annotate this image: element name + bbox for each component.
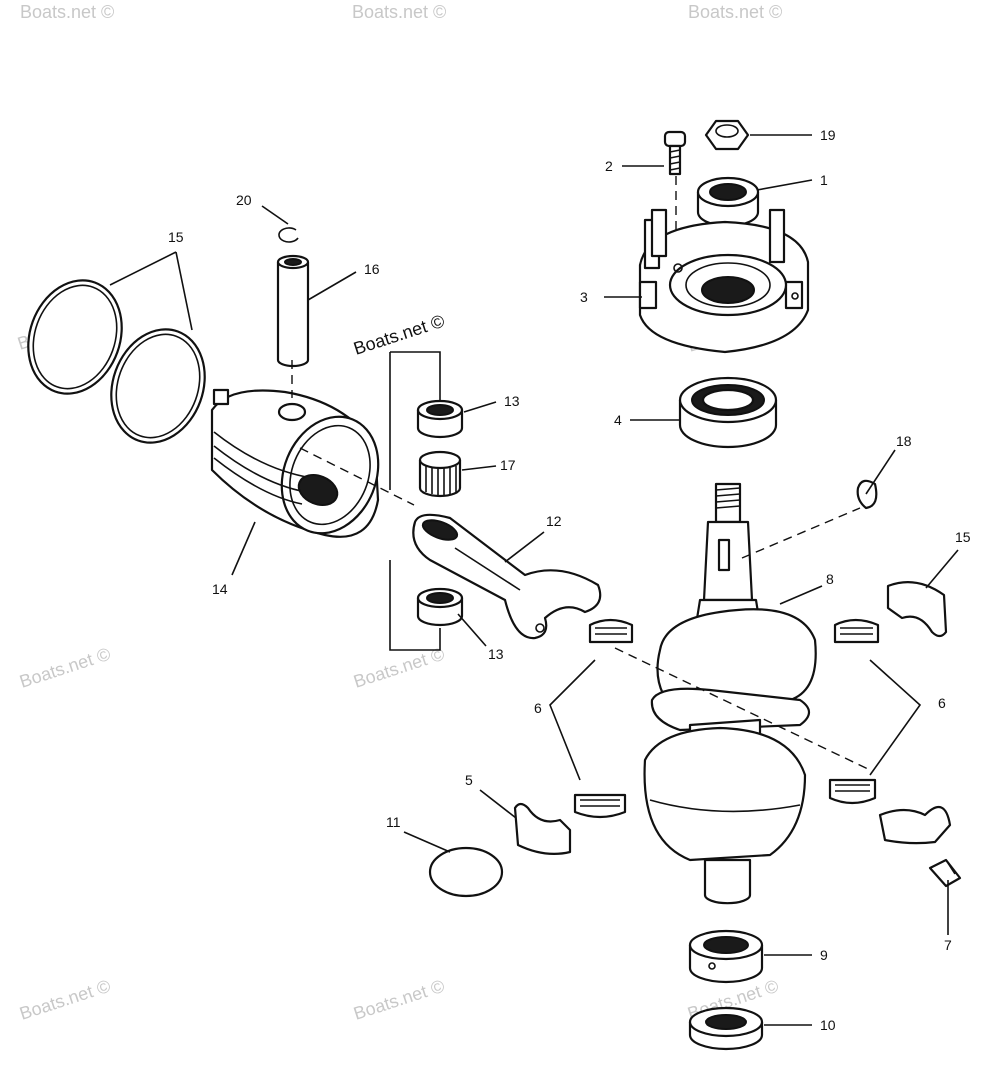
callout-14: 14 bbox=[212, 581, 228, 597]
watermark: Boats.net © bbox=[352, 2, 446, 22]
crankshaft-part bbox=[643, 482, 817, 905]
callout-7: 7 bbox=[944, 937, 952, 953]
leader-lines bbox=[109, 134, 959, 1026]
thrust-washer-right-part bbox=[878, 805, 952, 845]
piston-pin-part bbox=[276, 254, 310, 368]
locknut-part bbox=[704, 119, 750, 151]
callout-15-left: 15 bbox=[168, 229, 184, 245]
piston-rings-part bbox=[27, 279, 206, 444]
callout-13-lower: 13 bbox=[488, 646, 504, 662]
bolt-part bbox=[928, 858, 962, 888]
callout-15-right: 15 bbox=[955, 529, 971, 545]
callout-4: 4 bbox=[614, 412, 622, 428]
piston-part bbox=[210, 388, 380, 538]
upper-needle-bearing-part bbox=[416, 399, 464, 439]
o-ring-part bbox=[428, 846, 504, 898]
callout-5: 5 bbox=[465, 772, 473, 788]
watermark: Boats.net © bbox=[20, 2, 114, 22]
ball-bearing-part bbox=[678, 376, 778, 449]
callout-16: 16 bbox=[364, 261, 380, 277]
callout-13-upper: 13 bbox=[504, 393, 520, 409]
callout-2: 2 bbox=[605, 158, 613, 174]
crank-needle-bearing-half-part bbox=[573, 618, 880, 819]
bearing-housing-part bbox=[638, 208, 810, 354]
callout-3: 3 bbox=[580, 289, 588, 305]
callout-11: 11 bbox=[386, 814, 401, 830]
watermarks: Boats.net © Boats.net © Boats.net © Boat… bbox=[15, 2, 782, 1024]
watermark: Boats.net © bbox=[688, 2, 782, 22]
callout-numbers: 19 2 1 3 4 20 15 16 13 17 12 13 14 18 8 … bbox=[168, 127, 971, 1033]
bottom-seal-part bbox=[688, 1006, 764, 1051]
watermark: Boats.net © bbox=[17, 644, 113, 692]
callout-17: 17 bbox=[500, 457, 516, 473]
watermark: Boats.net © bbox=[17, 976, 113, 1024]
screw-part bbox=[663, 130, 687, 176]
callout-18: 18 bbox=[896, 433, 912, 449]
roller-bearing-part bbox=[688, 929, 764, 984]
callout-6-right: 6 bbox=[938, 695, 946, 711]
callout-12: 12 bbox=[546, 513, 562, 529]
callout-19: 19 bbox=[820, 127, 836, 143]
lower-needle-bearing-part bbox=[416, 587, 464, 627]
callout-1: 1 bbox=[820, 172, 828, 188]
callout-9: 9 bbox=[820, 947, 828, 963]
watermark: Boats.net © bbox=[351, 644, 447, 692]
woodruff-key-part bbox=[856, 479, 878, 510]
callout-8: 8 bbox=[826, 571, 834, 587]
callout-10: 10 bbox=[820, 1017, 836, 1033]
alignment-lines bbox=[291, 351, 871, 771]
thrust-washer-upper-part bbox=[886, 581, 948, 638]
callout-20: 20 bbox=[236, 192, 252, 208]
seal-part bbox=[696, 176, 760, 228]
watermark: Boats.net © bbox=[351, 976, 447, 1024]
connecting-rod-part bbox=[412, 513, 602, 640]
circlip-part bbox=[278, 227, 299, 243]
thrust-washer-lower-part bbox=[513, 802, 572, 855]
needle-cage-part bbox=[418, 450, 462, 498]
callout-6-left: 6 bbox=[534, 700, 542, 716]
